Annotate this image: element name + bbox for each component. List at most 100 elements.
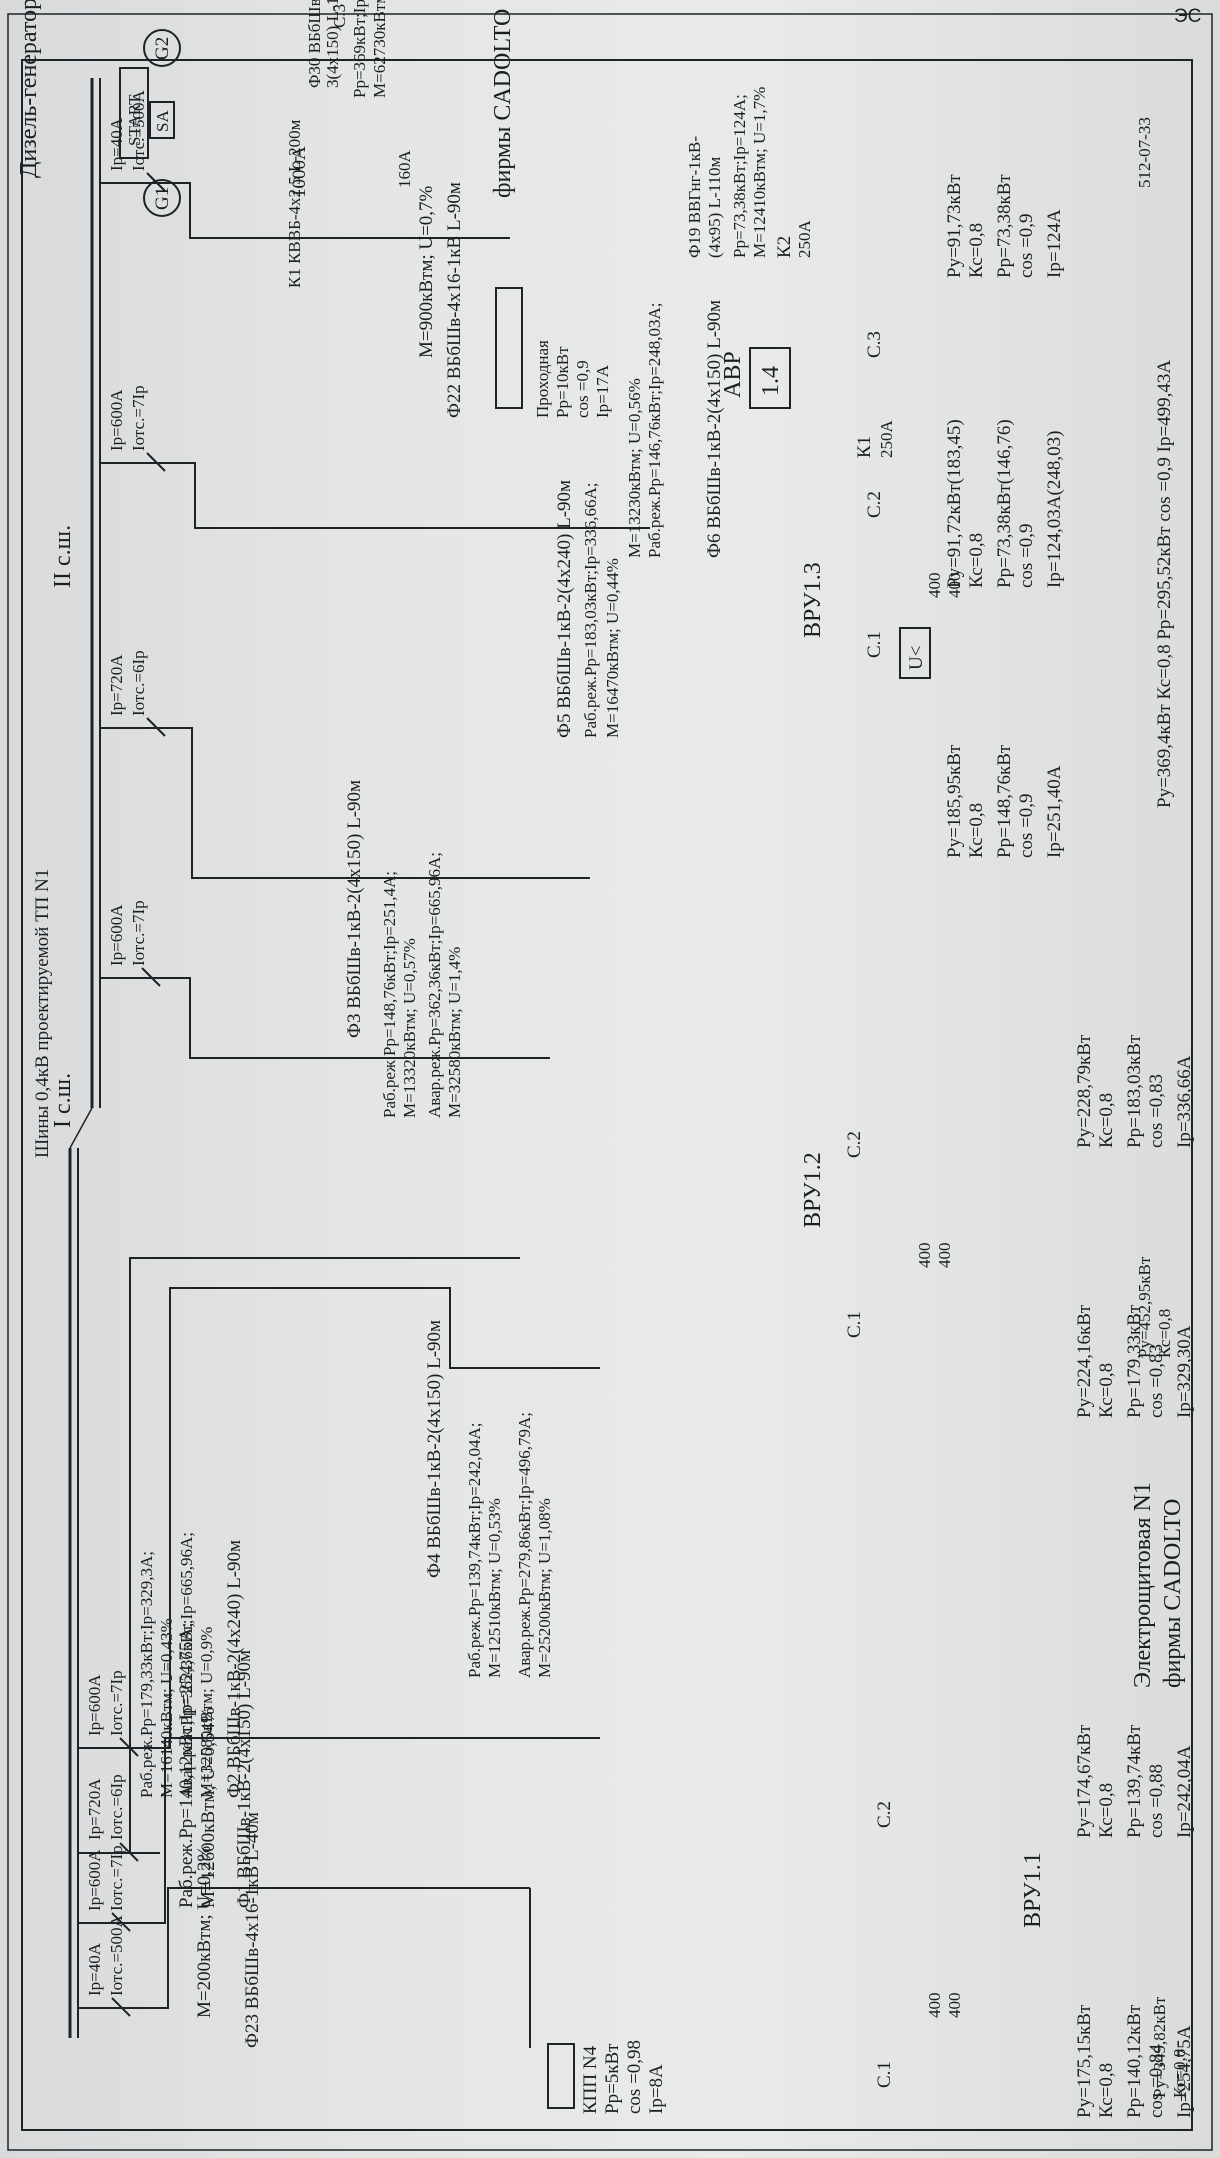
f2-emergency-moment: М=32580кВтм; U=0,9% — [197, 1627, 216, 1798]
vru12-fuse2: 400 — [935, 1243, 954, 1269]
generator-brand: фирмы CADOLTO — [490, 9, 516, 198]
undervoltage-relay: U< — [906, 646, 927, 670]
breaker-2-line2: Iотс.=7Iр — [107, 1845, 126, 1911]
vru13-s3-cos: cos =0,9 — [1016, 213, 1037, 278]
vru12-s1-ip: Iр=329,30А — [1174, 1325, 1195, 1418]
f2-work-moment: М=16140кВтм; U=0,43% — [157, 1618, 176, 1798]
feeder-f22-line — [185, 182, 510, 239]
f22-cable: Ф22 ВБбШв-4х16-1кВ L-90м — [444, 182, 465, 418]
breaker-8-line2: Iотс.=500A — [129, 90, 148, 171]
vru13-s3-ip: Iр=124А — [1044, 209, 1065, 278]
vru12-s2-pp: Рр=183,03кВт — [1124, 1034, 1145, 1148]
f22-moment: М=900кВтм; U=0,7% — [416, 185, 437, 358]
pair2-kc: Кс=0,8 — [1155, 1309, 1174, 1358]
start-label: START — [125, 94, 144, 146]
kpp-current: Iр=8A — [646, 2064, 667, 2114]
kpp-n4-box — [547, 2043, 575, 2109]
vru12-s1-py: Ру=224,16кВт — [1074, 1304, 1095, 1418]
drawing-frame — [21, 59, 1193, 2131]
f23-cable: Ф23 ВБбШв-4х16-1кВ L-40м — [242, 1812, 263, 2048]
vru12-s1-cos: cos =0,83 — [1146, 1344, 1167, 1418]
f30-name2: 3(4х150) L-170м — [323, 0, 342, 88]
vru13-fuse2: 400 — [945, 573, 964, 599]
f30-moment: М=62730кВтм; U=1,8% — [370, 0, 389, 98]
breaker-3-line1: Iр=720A — [85, 1778, 104, 1840]
feeder-f23-line — [152, 1887, 530, 2009]
f2-emergency: Авар.реж.Рр=362,36кВт;Iр=665,96А; — [177, 1532, 196, 1798]
f1-work: Раб.реж.Рр=140,12кВт;Iр=254,75А; — [176, 1622, 197, 1908]
vru12-s2-ip: Iр=336,66А — [1174, 1055, 1195, 1148]
f19-name2: (4х95) L-110м — [705, 157, 724, 258]
f1-cable: Ф1 ВБбШв-1кВ-2(4х150) L-90м — [234, 1650, 255, 1908]
generator-section: С.3 — [330, 4, 349, 28]
bus-section-2-label: II с.ш. — [50, 525, 76, 588]
breaker-1-line2: Iотс.=500A — [107, 1915, 126, 1996]
vru11-s1-kc: Кс=0,8 — [1096, 2063, 1117, 2118]
vru12-fuse: 400 — [915, 1243, 934, 1269]
feeder-f2-line — [129, 1257, 520, 1854]
f4-work-moment: М=12510кВтм; U=0,53% — [485, 1498, 504, 1678]
vru13-c2: С.2 — [864, 491, 885, 518]
vru13-c1: С.1 — [864, 631, 885, 658]
g1-label: G1 — [152, 187, 173, 210]
passage-title: Проходная — [533, 340, 552, 418]
vru12-s1-pp: Рр=179,33кВт — [1124, 1304, 1145, 1418]
feeder-f6-line — [185, 462, 650, 529]
generator-breaker: 1000A — [289, 146, 310, 198]
breaker-7-line1: Iр=600A — [107, 389, 126, 451]
kpp-title: КПП N4 — [580, 2045, 601, 2114]
margin-code: 512-07-33 — [1135, 117, 1154, 188]
vru13-s3-kc: Кс=0,8 — [966, 223, 987, 278]
passage-box — [495, 287, 523, 409]
vru13-fuse: 400 — [925, 573, 944, 599]
feeder-f4-line — [160, 1287, 600, 1749]
vru11-s1-ip: Iр=254,75А — [1174, 2025, 1195, 2118]
rotated-drawing: Шины 0,4кВ проектируемой ТП N1 II с.ш. I… — [16, 0, 1195, 2118]
vru13-s2-py: Ру=91,72кВт(183,45) — [944, 419, 965, 588]
f3-work: Раб.реж.Рр=148,76кВт;Iр=251,4А; — [380, 871, 399, 1118]
f19-moment: М=12410кВтм; U=1,7% — [750, 87, 769, 258]
bottom-totals: Ру=369,4кВт Кс=0,8 Рр=295,52кВт cos =0,9… — [1154, 360, 1175, 808]
vru11-fuse2: 400 — [945, 1993, 964, 2019]
vru13-s1-cos: cos =0,9 — [1016, 793, 1037, 858]
avr-k1-rating: 250A — [877, 420, 896, 459]
g2-label: G2 — [152, 37, 173, 60]
f30-power: Рр=369кВт;Iр=628А; — [350, 0, 369, 98]
breaker-8-line1: Iр=40A — [107, 117, 126, 171]
avr-code: 1.4 — [758, 366, 784, 396]
f5-moment: М=16470кВтм; U=0,44% — [603, 558, 622, 738]
f2-cable: Ф2 ВБбШв-1кВ-2(4х240) L-90м — [224, 1540, 245, 1798]
vru11-s1-pp: Рр=140,12кВт — [1124, 2004, 1145, 2118]
vru11-s2-pp: Рр=139,74кВт — [1124, 1724, 1145, 1838]
vru13-s1-py: Ру=185,95кВт — [944, 744, 965, 858]
pair2-py: Ру=452,95кВт — [1135, 1256, 1154, 1358]
avr-k2-rating: 250A — [795, 220, 814, 259]
bus-section-1-label: I с.ш. — [50, 1073, 76, 1128]
f6-cable: Ф6 ВБбШв-1кВ-2(4х150) L-90м — [704, 300, 725, 558]
bus-tie — [69, 1107, 93, 1149]
vru11-s2-ip: Iр=242,04А — [1174, 1745, 1195, 1838]
vru11-name: ВРУ1.1 — [1020, 1852, 1046, 1928]
board-brand: фирмы CADOLTO — [1160, 1499, 1186, 1688]
vru11-c1: С.1 — [874, 2061, 895, 2088]
breaker-5-line1: Iр=600A — [107, 904, 126, 966]
breaker-6-line2: Iотс.=6Iр — [129, 650, 148, 716]
f6-work: Раб.реж.Рр=146,76кВт;Iр=248,03А; — [645, 303, 664, 558]
undervoltage-relay-box — [899, 627, 931, 679]
breaker-1-line1: Iр=40A — [85, 1942, 104, 1996]
breaker-2-line1: Iр=600A — [85, 1849, 104, 1911]
pair1-py: Ру=349,82кВт — [1150, 1996, 1169, 2098]
vru11-s2-kc: Кс=0,8 — [1096, 1783, 1117, 1838]
f5-work: Раб.реж.Рр=183,03кВт;Iр=336,66А; — [581, 483, 600, 738]
board-name: Электрощитовая N1 — [1130, 1482, 1156, 1688]
passage-cos: cos =0,9 — [573, 360, 592, 418]
f5-cable: Ф5 ВБбШв-1кВ-2(4х240) L-90м — [554, 480, 575, 738]
generator-fuse: 160A — [395, 150, 414, 189]
breaker-4-line2: Iотс.=7Iр — [107, 1670, 126, 1736]
vru13-s2-pp: Рр=73,38кВт(146,76) — [994, 419, 1015, 588]
avr-title: АВР — [720, 351, 746, 398]
kpp-cos: cos =0,98 — [624, 2040, 645, 2114]
passage-power: Рр=10кВт — [553, 346, 572, 418]
